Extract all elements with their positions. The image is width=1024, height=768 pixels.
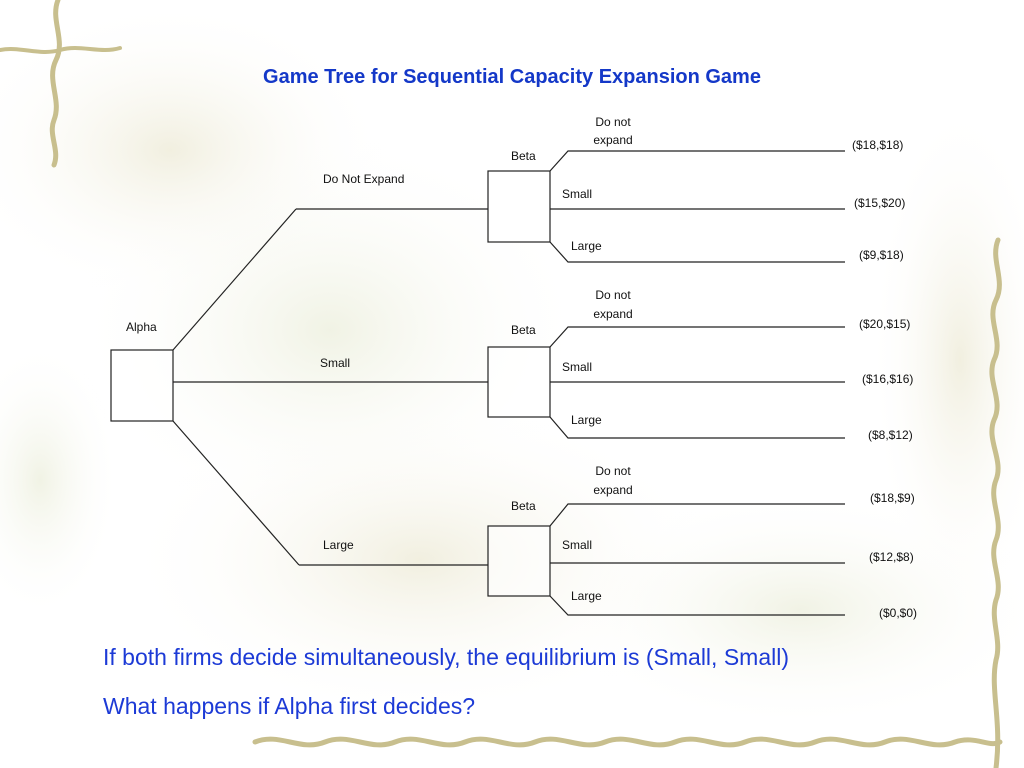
leaf-shadow: [0, 340, 120, 620]
beta-move-label: Do not: [595, 464, 631, 478]
vine-stem-right: [989, 237, 1002, 768]
beta1-edge-do-not-expand: [549, 150, 845, 172]
beta-move-label: Small: [562, 360, 593, 374]
payoff-label: ($18,$9): [870, 491, 915, 505]
vine-stem-left-branch: [0, 46, 122, 54]
beta-move-label: expand: [593, 133, 633, 147]
vine-stem-bottom: [252, 736, 1003, 748]
payoff-label: ($12,$8): [869, 550, 914, 564]
beta-decision-node-1: [487, 170, 551, 243]
beta-player-label: Beta: [511, 149, 536, 163]
payoff-label: ($0,$0): [879, 606, 918, 620]
beta-move-label: Do not: [595, 288, 631, 302]
payoff-label: ($8,$12): [868, 428, 913, 442]
beta-move-label: Large: [571, 413, 602, 427]
leaf-shadow: [870, 100, 1024, 620]
beta-player-label: Beta: [511, 499, 536, 513]
beta-move-label: expand: [593, 483, 633, 497]
payoff-label: ($9,$18): [859, 248, 904, 262]
beta1-edge-large: [549, 241, 845, 263]
payoff-label: ($18,$18): [852, 138, 904, 152]
payoff-label: ($15,$20): [854, 196, 906, 210]
beta-move-label: Small: [562, 187, 593, 201]
beta2-edge-do-not-expand: [549, 326, 845, 348]
alpha-move-label: Large: [323, 538, 354, 552]
beta-move-label: Large: [571, 239, 602, 253]
beta2-edge-large: [549, 416, 845, 439]
beta-move-label: Large: [571, 589, 602, 603]
alpha-decision-node: [110, 349, 174, 422]
beta-decision-node-3: [487, 525, 551, 597]
payoff-label: ($20,$15): [859, 317, 911, 331]
alpha-move-label: Do Not Expand: [323, 172, 405, 186]
beta-move-label: Small: [562, 538, 593, 552]
beta-move-label: expand: [593, 307, 633, 321]
note-simultaneous-equilibrium: If both firms decide simultaneously, the…: [103, 644, 789, 670]
beta-decision-node-2: [487, 346, 551, 418]
alpha-edge-large: [172, 420, 300, 566]
slide-title: Game Tree for Sequential Capacity Expans…: [263, 66, 761, 88]
beta-move-label: Do not: [595, 115, 631, 129]
beta3-edge-large: [549, 595, 845, 616]
vine-stem-left: [49, 0, 62, 168]
payoff-label: ($16,$16): [862, 372, 914, 386]
note-question: What happens if Alpha first decides?: [103, 693, 476, 719]
beta3-edge-do-not-expand: [549, 503, 845, 527]
alpha-move-label: Small: [320, 356, 351, 370]
alpha-edge-do-not-expand: [172, 208, 297, 351]
alpha-player-label: Alpha: [126, 320, 157, 334]
beta-player-label: Beta: [511, 323, 536, 337]
